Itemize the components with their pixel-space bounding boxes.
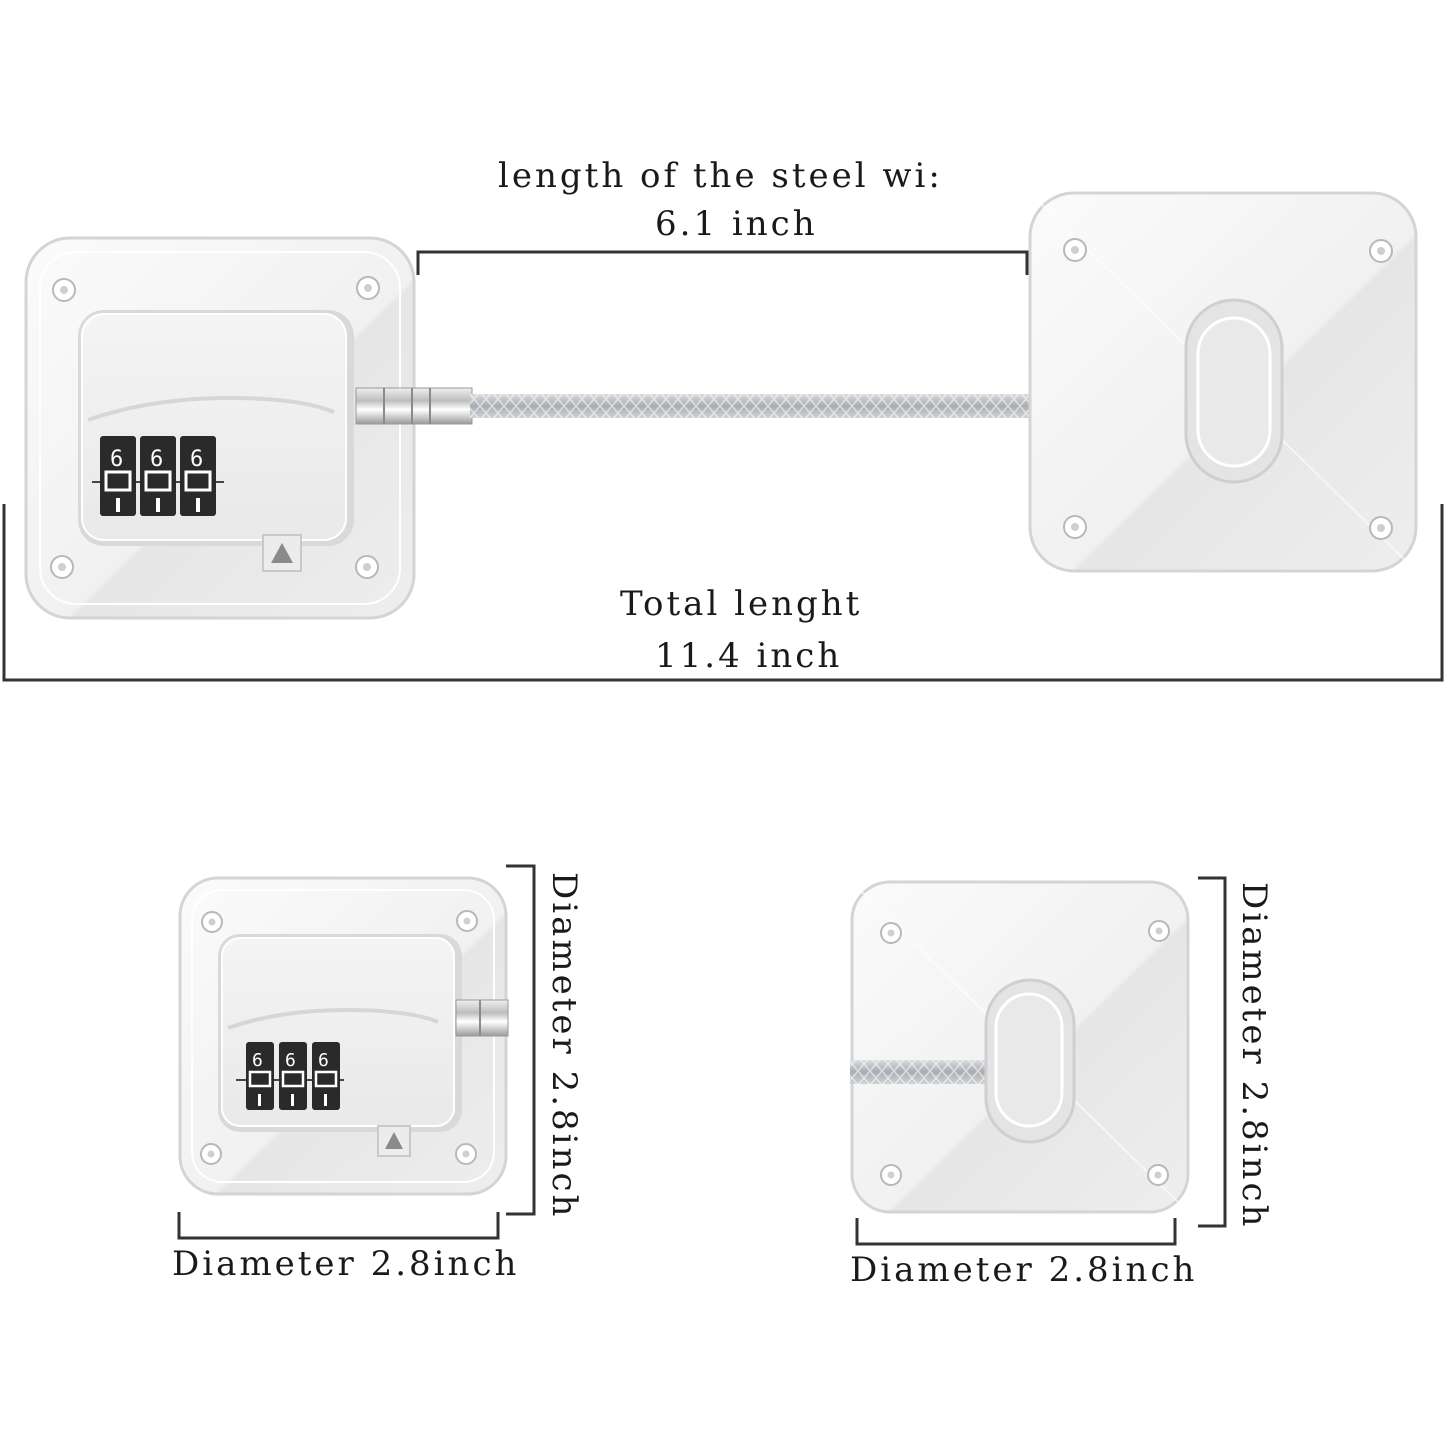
dial-digit[interactable]: 6 <box>252 1050 263 1071</box>
anchor-height-dimension <box>1198 876 1227 1228</box>
anchor-height-label: Diameter 2.8inch <box>1234 882 1274 1230</box>
wire-length-dimension <box>416 250 1029 275</box>
combination-lock-icon: 6 6 6 <box>24 236 473 620</box>
lock-height-dimension <box>506 864 536 1216</box>
cable-anchor-icon <box>850 880 1190 1214</box>
arrow-up-icon <box>377 1125 411 1157</box>
total-length-title: Total lenght <box>620 584 863 624</box>
anchor-width-dimension <box>855 1218 1177 1246</box>
dial-digit[interactable]: 6 <box>285 1050 296 1071</box>
total-length-dimension <box>2 504 1444 682</box>
screw-hole-icon <box>50 276 380 579</box>
lock-width-dimension <box>177 1212 500 1240</box>
screw-hole-icon <box>200 910 478 1165</box>
screw-hole-icon <box>880 920 1170 1186</box>
dial-digit[interactable]: 6 <box>150 447 163 472</box>
combination-lock-icon: 6 6 6 <box>178 876 509 1196</box>
anchor-width-label: Diameter 2.8inch <box>850 1250 1198 1290</box>
wire-length-value: 6.1 inch <box>655 204 818 244</box>
dial-group: 6 6 6 <box>92 436 224 516</box>
total-length-value: 11.4 inch <box>655 636 843 676</box>
arrow-up-icon <box>262 534 302 572</box>
dial-digit[interactable]: 6 <box>110 447 123 472</box>
lock-width-label: Diameter 2.8inch <box>172 1244 520 1284</box>
cable-anchor-icon <box>1028 191 1418 573</box>
wire-length-title: length of the steel wi: <box>498 156 943 196</box>
dial-digit[interactable]: 6 <box>318 1050 329 1071</box>
lock-height-label: Diameter 2.8inch <box>544 872 584 1220</box>
dial-digit[interactable]: 6 <box>190 447 203 472</box>
screw-hole-icon <box>1063 238 1393 540</box>
